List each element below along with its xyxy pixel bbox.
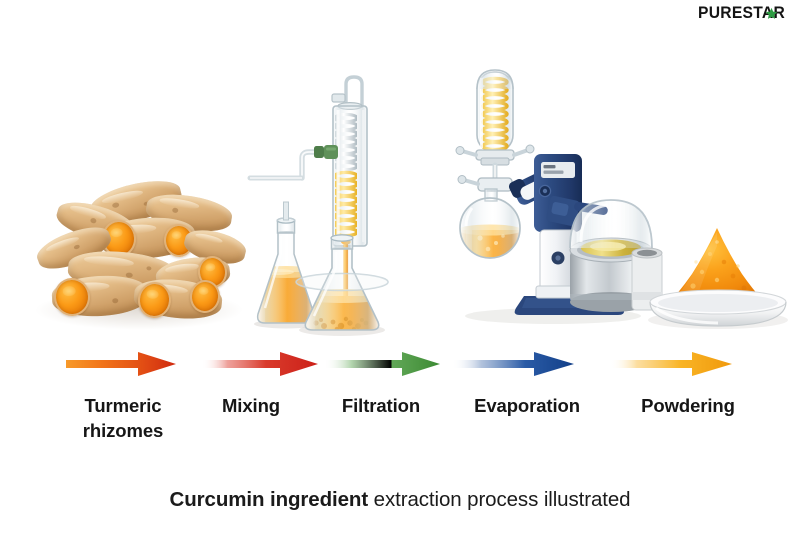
step-label-line1: Filtration	[341, 395, 421, 416]
caption-bold-text: Curcumin ingredient	[169, 488, 369, 511]
brand-logo-text: PURESTAR	[698, 3, 786, 22]
step-label-line1: Evaporation	[474, 395, 580, 416]
condenser-filtration-apparatus-image	[247, 72, 428, 336]
process-illustration-stage	[0, 30, 800, 340]
step-label-turmeric-rhizomes: Turmeric rhizomes	[48, 393, 198, 443]
process-step-labels: Turmeric rhizomes Mixing Filtration Evap…	[0, 393, 800, 453]
step-label-line1: Turmeric	[84, 395, 162, 416]
step-label-line2: rhizomes	[82, 420, 164, 441]
turmeric-rhizomes-image	[32, 174, 249, 330]
arrow-to-turmeric-rhizomes	[60, 350, 180, 378]
turmeric-powder-bowl-image	[631, 216, 796, 334]
brand-logo: PURESTAR	[698, 4, 793, 22]
rotary-evaporator-image	[448, 58, 653, 333]
process-arrow-row	[0, 350, 800, 380]
arrow-to-filtration	[324, 350, 444, 378]
caption: Curcumin ingredient extraction process i…	[0, 486, 800, 514]
caption-regular-text: extraction process illustrated	[368, 488, 631, 511]
star-icon	[765, 7, 778, 20]
arrow-to-powdering	[610, 350, 736, 378]
step-label-mixing: Mixing	[186, 393, 316, 418]
step-label-evaporation: Evaporation	[444, 393, 610, 418]
step-label-powdering: Powdering	[608, 393, 768, 418]
step-label-filtration: Filtration	[306, 393, 456, 418]
step-label-line1: Mixing	[222, 395, 280, 416]
erlenmeyer-flask-image	[248, 201, 324, 329]
step-label-line1: Powdering	[641, 395, 735, 416]
arrow-to-mixing	[202, 350, 322, 378]
arrow-to-evaporation	[452, 350, 578, 378]
